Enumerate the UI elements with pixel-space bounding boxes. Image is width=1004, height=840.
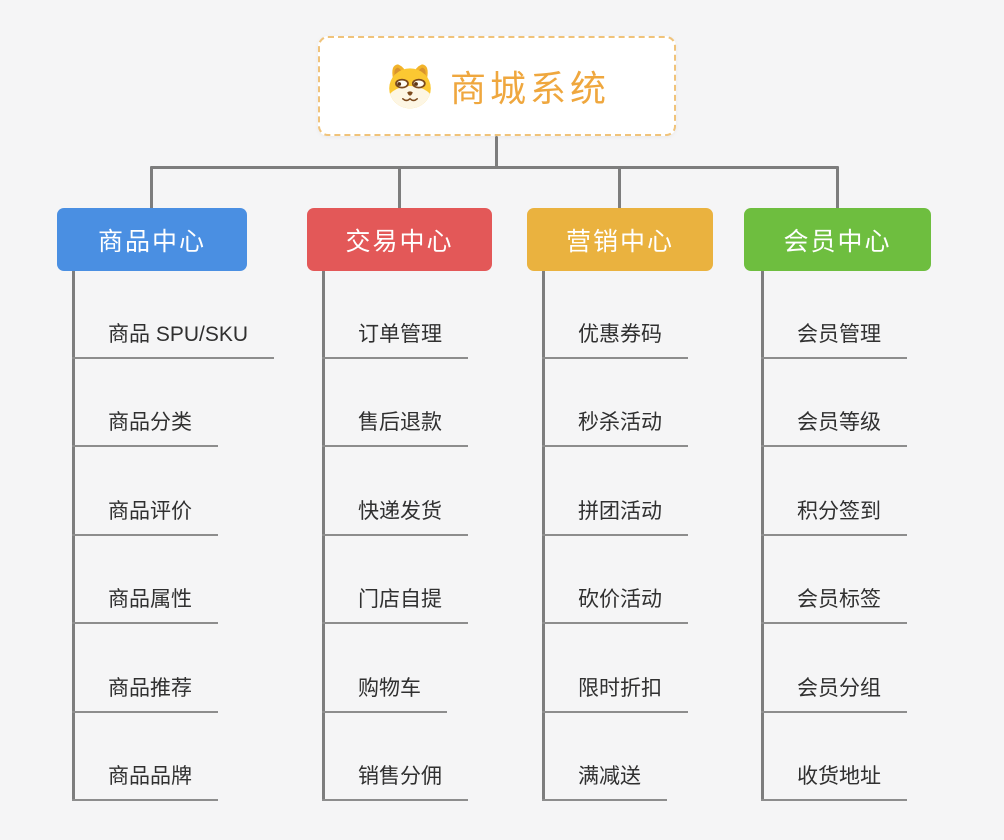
leaf-node[interactable]: 拼团活动 <box>542 498 688 536</box>
dog-face-icon <box>389 64 431 109</box>
branch-node-trade-center[interactable]: 交易中心 <box>307 208 492 271</box>
leaf-node[interactable]: 限时折扣 <box>542 675 688 713</box>
leaf-node[interactable]: 满减送 <box>542 763 667 801</box>
branch-node-member-center[interactable]: 会员中心 <box>744 208 931 271</box>
connector-stub <box>836 166 839 210</box>
leaf-node[interactable]: 砍价活动 <box>542 586 688 624</box>
connector-root-vertical <box>495 136 498 168</box>
leaf-node[interactable]: 收货地址 <box>761 763 907 801</box>
leaf-node[interactable]: 秒杀活动 <box>542 409 688 447</box>
leaf-node[interactable]: 商品评价 <box>72 498 218 536</box>
leaf-node[interactable]: 商品 SPU/SKU <box>72 321 275 359</box>
connector-stub <box>398 166 401 210</box>
connector-stub <box>150 166 153 210</box>
leaf-node[interactable]: 门店自提 <box>322 586 468 624</box>
leaf-node[interactable]: 优惠券码 <box>542 321 688 359</box>
root-node[interactable]: 商城系统 <box>318 36 676 136</box>
leaf-node[interactable]: 积分签到 <box>761 498 907 536</box>
leaf-node[interactable]: 售后退款 <box>322 409 468 447</box>
connector-horizontal <box>150 166 839 169</box>
leaf-node[interactable]: 商品推荐 <box>72 675 218 713</box>
leaf-node[interactable]: 购物车 <box>322 675 447 713</box>
leaf-node[interactable]: 商品分类 <box>72 409 218 447</box>
branch-node-marketing-center[interactable]: 营销中心 <box>527 208 713 271</box>
leaf-node[interactable]: 会员等级 <box>761 409 907 447</box>
leaf-node[interactable]: 会员标签 <box>761 586 907 624</box>
branch-node-product-center[interactable]: 商品中心 <box>57 208 247 271</box>
leaf-node[interactable]: 快递发货 <box>322 498 468 536</box>
connector-stub <box>618 166 621 210</box>
leaf-node[interactable]: 商品品牌 <box>72 763 218 801</box>
leaf-node[interactable]: 商品属性 <box>72 586 218 624</box>
leaf-node[interactable]: 会员管理 <box>761 321 907 359</box>
leaf-node[interactable]: 订单管理 <box>322 321 468 359</box>
leaf-node[interactable]: 会员分组 <box>761 675 907 713</box>
root-label: 商城系统 <box>449 68 610 109</box>
leaf-node[interactable]: 销售分佣 <box>322 763 468 801</box>
